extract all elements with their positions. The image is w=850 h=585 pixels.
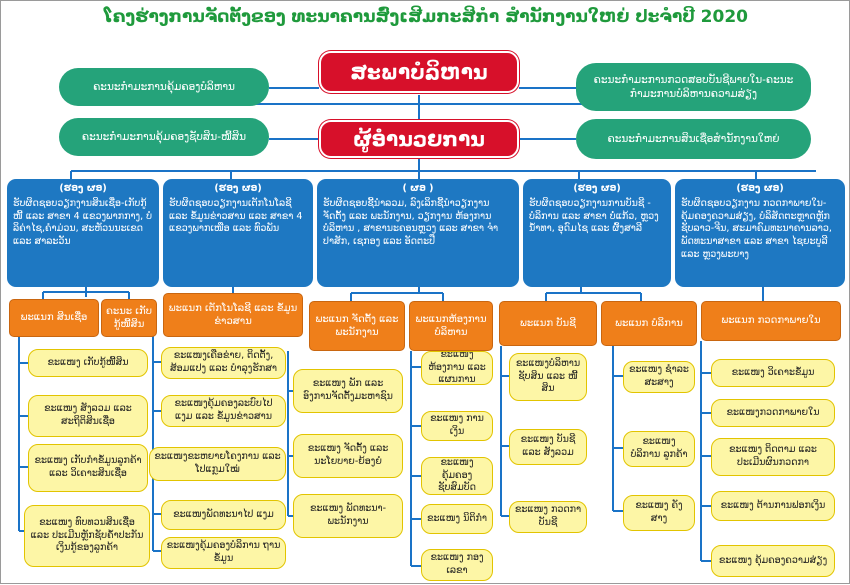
section-box: ຂະແໜງ ຄຸ້ມຄອງຊັບສົມບັດ xyxy=(421,457,493,495)
committee-audit-risk: ຄະນະກຳມະການກວດສອບບັນຊີພາຍໃນ-ຄະນະກຳມະການບ… xyxy=(576,63,811,111)
deputy-technology: (ຮອງ ຜອ) ຮັບຜິດຊອບວຽກງານເຕັກໂນໂລຊີ ແລະ ຂ… xyxy=(163,179,313,287)
deputy-title: (ຮອງ ຜອ) xyxy=(736,183,784,194)
section-box: ຂະແໜງ ຊຳລະສະສາງ xyxy=(623,361,695,393)
deputy-responsibility: ຮັບຜິດຊອບວຽກງານ ກວດກາພາຍໃນ-ຄຸ້ມຄອງຄວາມສ່… xyxy=(681,197,832,261)
director-title: ( ຜອ ) xyxy=(402,183,434,194)
dept-debt-collection: ຄະນະ ເກັບກູ້ໜີ້ສິນ xyxy=(101,299,157,337)
section-box: ຂະແໜງພັດທະນາໄປ ແງມ xyxy=(161,500,286,530)
deputy-responsibility: ຮັບຜິດຊອບວຽກງານເຕັກໂນໂລຊີ ແລະ ຂໍ້ມູນຂ່າວ… xyxy=(169,197,303,235)
dept-accounting: ພະແນກ ບັນຊີ xyxy=(499,301,597,346)
section-box: ຂະແໜງບໍລິຫານ ຊັບສິນ ແລະ ໜີ້ສິນ xyxy=(509,353,587,401)
section-box: ຂະແໜງ ພັດທະນາ-ພະນັກງານ xyxy=(293,494,403,538)
committee-credit: ຄະນະກຳມະການສິນເຊື່ອສຳນັກງານໃຫຍ່ xyxy=(576,119,811,159)
dept-admin-office: ພະແນກຫ້ອງການ ບໍລິຫານ xyxy=(409,301,493,351)
director-responsibility-box: ( ຜອ ) ຮັບຜິດຊອບຊີ້ນຳລວມ, ລົງເລິກຊີ້ນຳວຽ… xyxy=(317,179,519,287)
director-box: ຜູ້ອຳນວຍການ xyxy=(319,120,519,158)
section-box: ຂະແໜງບໍລິການ ລູກຄ້າ xyxy=(623,431,695,467)
section-box: ຂະແໜງ ເກັບກຳຂໍ້ມູນລູກຄ້າ ແລະ ວິເຄາະສິນເຊ… xyxy=(28,444,148,492)
deputy-responsibility: ຮັບຜິດຊອບວຽກງານການບັນຊີ - ບໍລິການ ແລະ ສາ… xyxy=(529,197,659,235)
section-box: ຂະແໜງຂະຫຍາຍໂຄງການ ແລະ ໂປແກຼມໃໝ່ xyxy=(149,447,286,481)
section-box: ຂະແໜງຄຸ້ມຄອງບໍລິການ ຖານຂໍ້ມູນ xyxy=(161,537,286,569)
section-box: ຂະແໜງ ຕິດຕາມ ແລະ ປະເມີນຜົນກວດກາ xyxy=(711,438,835,476)
committee-management: ຄະນະກຳມະການຄຸ້ມຄອງບໍລິຫານ xyxy=(59,68,269,106)
section-box: ຂະແໜງ ກອງເລຂາ xyxy=(421,549,493,581)
deputy-title: (ຮອງ ຜອ) xyxy=(59,183,107,194)
director-responsibility: ຮັບຜິດຊອບຊີ້ນຳລວມ, ລົງເລິກຊີ້ນຳວຽກງານ ຈັ… xyxy=(323,197,499,248)
section-box: ຂະແໜງເຄືອຂ່າຍ, ຕິດຕັ້ງ, ສ້ອມແປງ ແລະ ບຳລຸ… xyxy=(161,347,286,379)
section-box: ຂະແໜງ ບັນຊີ ແລະ ສັງລວມ xyxy=(509,429,587,465)
dept-service: ພະແນກ ບໍລິການ xyxy=(601,301,697,346)
section-box: ຂະແໜງ ເກັບກູ້ໜີ້ສິນ xyxy=(28,349,148,377)
deputy-audit: (ຮອງ ຜອ) ຮັບຜິດຊອບວຽກງານ ກວດກາພາຍໃນ-ຄຸ້ມ… xyxy=(675,179,845,287)
section-box: ຂະແໜງ ການເງິນ xyxy=(421,411,493,441)
section-box: ຂະແໜງ ກວດກາບັນຊີ xyxy=(509,501,587,533)
chart-title: ໂຄງຮ່າງການຈັດຕັ້ງຂອງ ທະນາຄານສົ່ງເສີມກະສິ… xyxy=(104,7,748,27)
dept-organization: ພະແນກ ຈັດຕັ້ງ ແລະ ພະນັກງານ xyxy=(309,301,405,351)
committee-assets-liabilities: ຄະນະກຳມະການຄຸ້ມຄອງຊັບສິນ-ໜີ້ສິນ xyxy=(59,118,269,156)
section-box: ຂະແໜງ ທົບທວນສິນເຊື່ອ ແລະ ປະເມີນຫຼັກຊັບຄ້… xyxy=(24,505,150,567)
section-box: ຂະແໜງ ຄັງສາງ xyxy=(623,495,695,531)
section-box: ຂະແໜງ ພັກ ແລະ ອົງການຈັດຕັ້ງມະຫາຊົນ xyxy=(293,369,403,413)
section-box: ຂະແໜງກວດກາພາຍໃນ xyxy=(711,399,835,427)
section-box: ຂະແໜງ ນິຕິກຳ xyxy=(421,504,493,534)
section-box: ຂະແໜງ ວິເຄາະຂໍ້ມູນ xyxy=(711,359,835,387)
section-box: ຂະແໜງ ຄຸ້ມຄອງຄວາມສ່ຽງ xyxy=(711,545,835,577)
deputy-accounting: (ຮອງ ຜອ) ຮັບຜິດຊອບວຽກງານການບັນຊີ - ບໍລິກ… xyxy=(523,179,671,287)
dept-credit: ພະແນກ ສິນເຊື່ອ xyxy=(9,299,99,337)
dept-internal-audit: ພະແນກ ກວດກາພາຍໃນ xyxy=(701,301,841,341)
deputy-responsibility: ຮັບຜິດຊອບວຽກງານສິນເຊື່ອ-ເກັບກູ້ໜີ້ ແລະ ສ… xyxy=(13,197,153,248)
section-box: ຂະແໜງຄຸ້ມຄອງລະບົບໄປ ແງມ ແລະ ຂໍ້ມູນຂ່າວສາ… xyxy=(161,395,286,427)
board-box: ສະພາບໍລິຫານ xyxy=(319,51,519,93)
section-box: ຂະແໜງ ສັງລວມ ແລະ ສະຖິຕິສິນເຊື່ອ xyxy=(28,395,148,437)
dept-it: ພະແນກ ເຕັກໂນໂລຊີ ແລະ ຂໍ້ມູນຂ່າວສານ xyxy=(163,293,303,337)
deputy-title: (ຮອງ ຜອ) xyxy=(214,183,262,194)
section-box: ຂະແໜງ ຕ້ານການຟອກເງິນ xyxy=(711,491,835,521)
deputy-title: (ຮອງ ຜອ) xyxy=(573,183,621,194)
deputy-credit: (ຮອງ ຜອ) ຮັບຜິດຊອບວຽກງານສິນເຊື່ອ-ເກັບກູ້… xyxy=(7,179,159,287)
section-box: ຂະແໜງ ຫ້ອງການ ແລະ ແຜນການ xyxy=(421,351,493,385)
section-box: ຂະແໜງ ຈັດຕັ້ງ ແລະ ນະໂຍບາຍ-ຍ້ອງຍໍ xyxy=(293,434,403,478)
